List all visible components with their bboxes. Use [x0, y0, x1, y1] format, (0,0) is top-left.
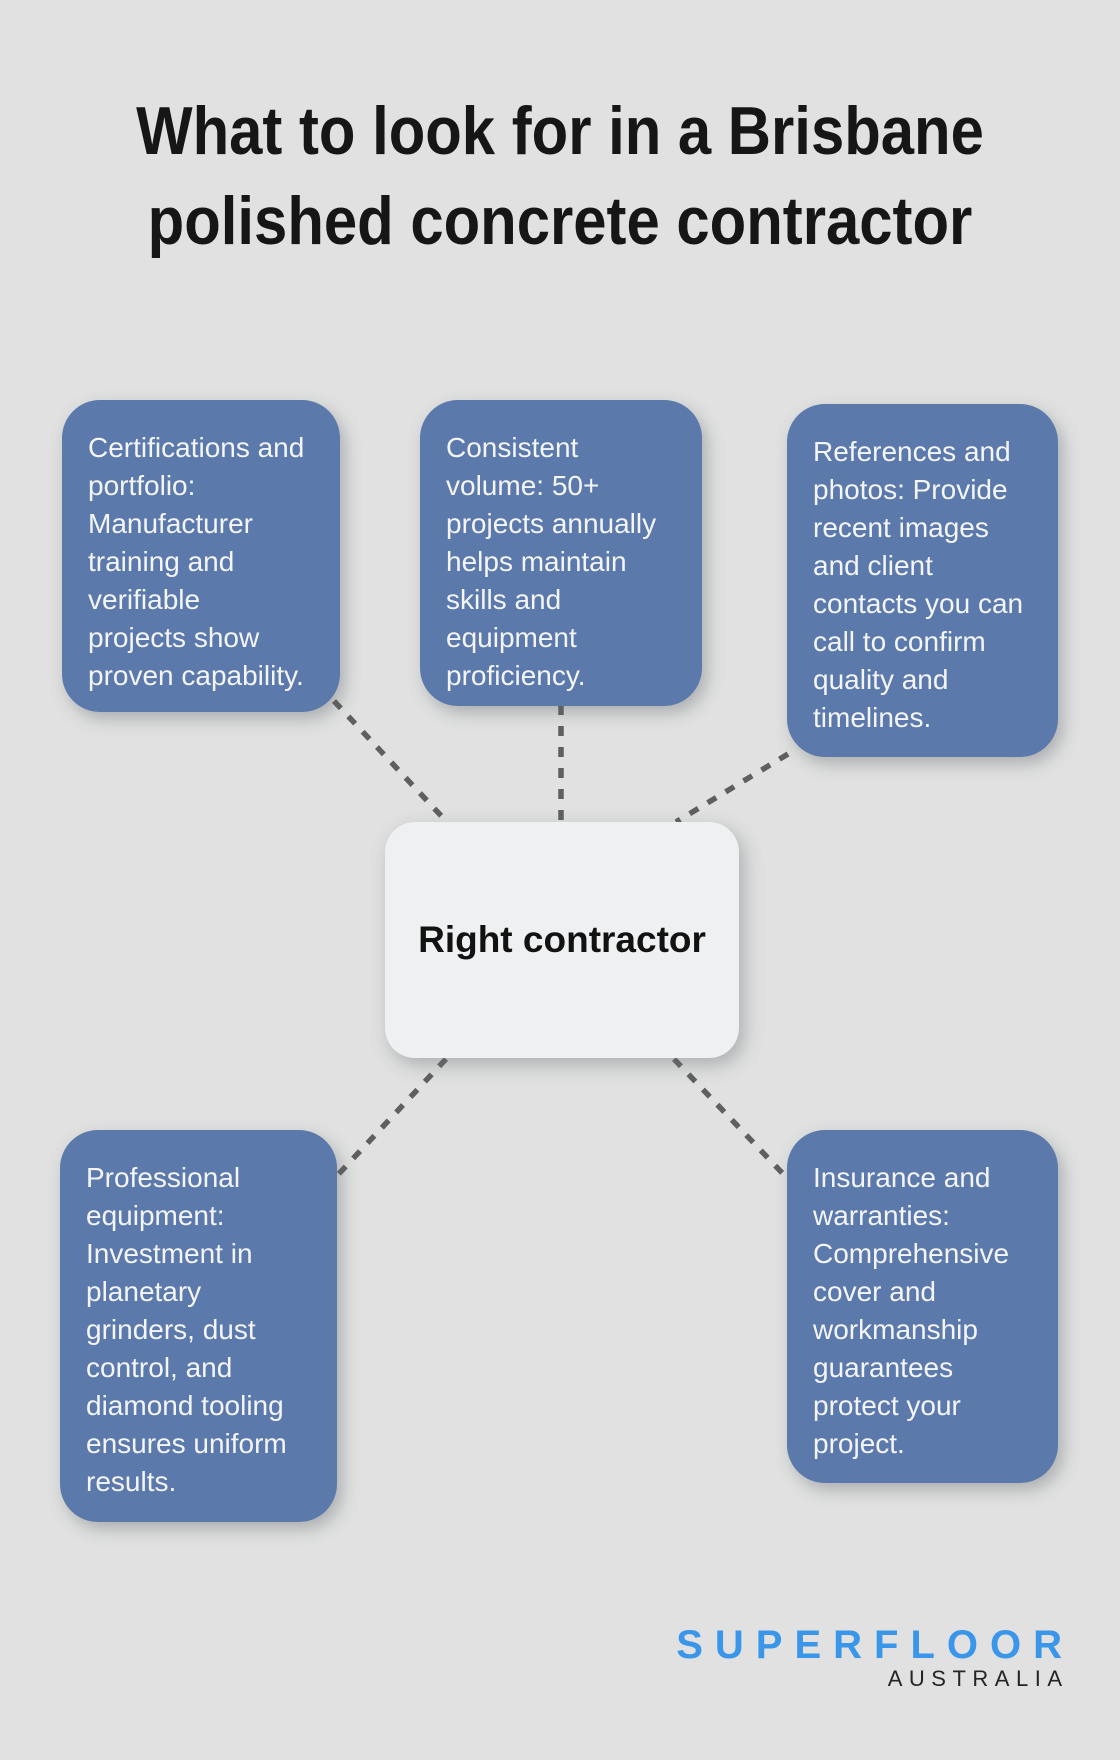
node-insurance-warranties: Insurance and warranties: Comprehensive … [787, 1130, 1058, 1483]
node-insurance-warranties-text: Insurance and warranties: Comprehensive … [813, 1162, 1010, 1459]
brand-name: SUPERFLOOR [676, 1623, 1074, 1667]
node-references-photos: References and photos: Provide recent im… [787, 404, 1058, 757]
node-consistent-volume-text: Consistent volume: 50+ projects annually… [446, 432, 657, 691]
page-title-line-1: What to look for in a Brisbane [136, 93, 984, 169]
connector-equipment [331, 1057, 449, 1181]
center-node-right-contractor: Right contractor [385, 822, 739, 1058]
page-title-line-2: polished concrete contractor [147, 183, 973, 259]
node-certifications-portfolio-text: Certifications and portfolio: Manufactur… [88, 432, 305, 691]
node-consistent-volume: Consistent volume: 50+ projects annually… [420, 400, 702, 706]
node-references-photos-text: References and photos: Provide recent im… [813, 436, 1024, 733]
connector-insurance [672, 1057, 789, 1180]
connector-certifications [331, 699, 449, 823]
node-professional-equipment-text: Professional equipment: Investment in pl… [86, 1162, 287, 1497]
page-title: What to look for in a Brisbane polished … [0, 86, 1120, 266]
node-certifications-portfolio: Certifications and portfolio: Manufactur… [62, 400, 340, 712]
connector-references [674, 751, 790, 825]
center-node-label: Right contractor [418, 919, 706, 960]
brand-region: AUSTRALIA [887, 1666, 1069, 1691]
node-professional-equipment: Professional equipment: Investment in pl… [60, 1130, 337, 1522]
brand-logo: SUPERFLOOR AUSTRALIA [676, 1624, 1062, 1692]
